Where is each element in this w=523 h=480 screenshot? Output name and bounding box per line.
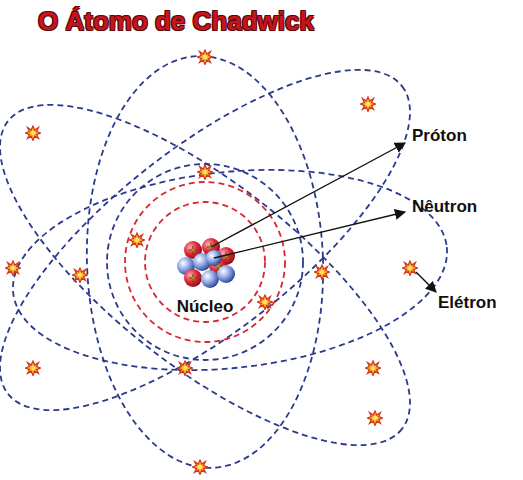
part-label: Núcleo (177, 297, 234, 317)
electrons (6, 50, 418, 475)
leader-arrows (211, 143, 436, 292)
diagram-title: O Átomo de Chadwick (38, 6, 314, 37)
part-label: Próton (412, 126, 467, 146)
part-label: Elétron (438, 293, 497, 313)
nucleus (177, 238, 235, 288)
part-label: Nêutron (412, 197, 477, 217)
electron-orbits (0, 14, 459, 480)
inner-shells (125, 182, 285, 342)
